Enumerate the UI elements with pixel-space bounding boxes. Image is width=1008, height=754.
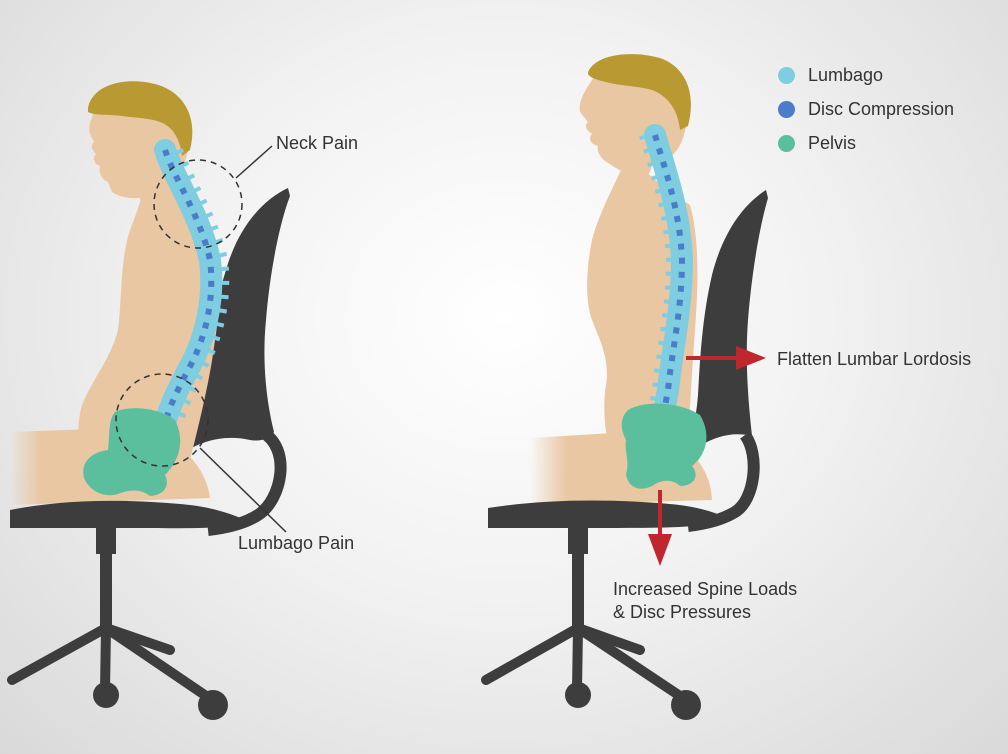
right-pelvis [621, 403, 707, 489]
legend-label: Disc Compression [808, 98, 955, 119]
right-chair-base [481, 623, 691, 705]
flatten-lordosis-label: Flatten Lumbar Lordosis [777, 349, 972, 369]
legend-item-lumbago: Lumbago [778, 58, 954, 92]
disc-compression-swatch [778, 100, 795, 118]
legend-label: Lumbago [808, 64, 884, 85]
left-figure [7, 81, 290, 720]
right-chair-wheel [671, 690, 701, 720]
left-chair-post [96, 526, 116, 554]
lumbago-pain-circle [115, 373, 209, 467]
left-chair-seat [10, 500, 250, 529]
legend-label: Pelvis [808, 132, 857, 153]
left-chair-base [7, 623, 217, 705]
right-chair-wheel [565, 682, 591, 708]
legend: Lumbago Disc Compression Pelvis [778, 58, 954, 160]
flatten-lordosis-arrow [686, 346, 766, 370]
right-chair-back [688, 190, 768, 446]
legend-item-pelvis: Pelvis [778, 126, 954, 160]
left-chair-wheel [93, 682, 119, 708]
left-pelvis [83, 408, 181, 496]
left-chair-wheel [198, 690, 228, 720]
neck-pain-label: Neck Pain [276, 133, 359, 153]
lumbago-swatch [778, 66, 795, 84]
left-hair [88, 81, 193, 156]
lumbago-pain-leader [199, 447, 287, 533]
right-chair-seat [488, 500, 732, 528]
right-spine [639, 124, 694, 436]
neck-pain-circle [153, 159, 243, 249]
pelvis-swatch [778, 134, 795, 152]
right-hair [588, 54, 691, 130]
spine-loads-label-line2: & Disc Pressures [613, 602, 752, 622]
neck-pain-leader [235, 145, 273, 179]
left-torso [78, 150, 219, 499]
right-chair-post [568, 526, 588, 554]
right-figure [481, 54, 768, 720]
spine-loads-label-line1: Increased Spine Loads [613, 579, 798, 599]
lumbago-pain-label: Lumbago Pain [238, 533, 355, 553]
legend-item-disc-compression: Disc Compression [778, 92, 954, 126]
left-spine [154, 139, 230, 436]
spine-loads-arrow [648, 490, 672, 566]
left-chair-support [207, 426, 287, 536]
